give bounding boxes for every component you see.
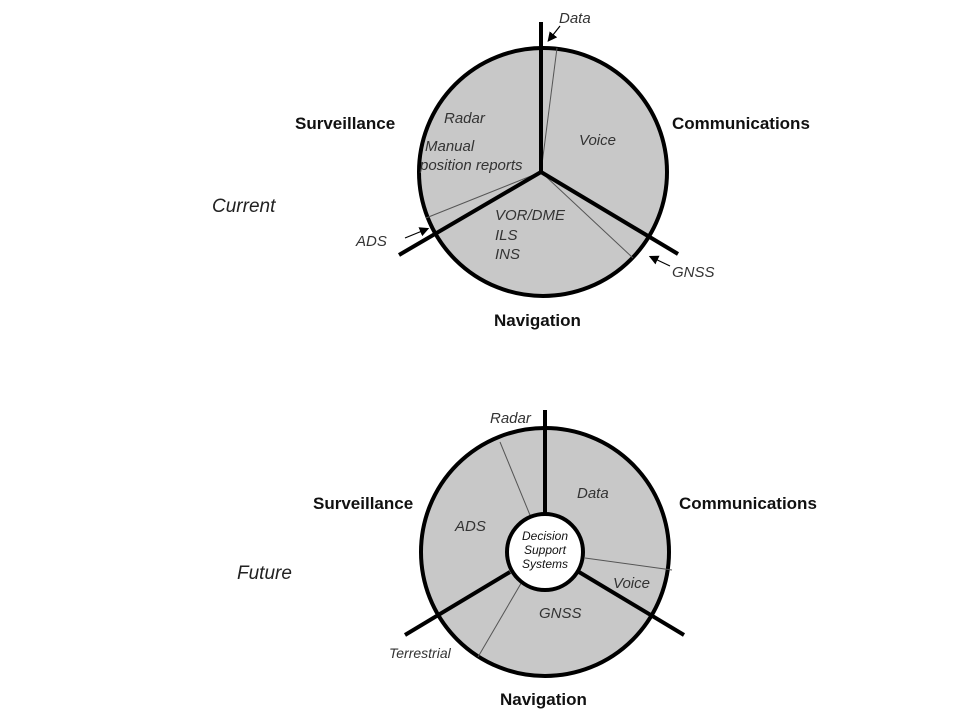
center-line-3: Systems xyxy=(521,557,568,571)
current-vor-dme-label: VOR/DME xyxy=(495,207,566,224)
current-data-pointer-label: Data xyxy=(559,10,591,27)
future-surveillance-label: Surveillance xyxy=(313,494,414,513)
current-data-divider xyxy=(540,47,558,173)
current-communications-label: Communications xyxy=(672,114,810,133)
current-voice-label: Voice xyxy=(579,132,616,149)
current-gnss-arrow xyxy=(648,255,671,267)
current-side-label: Current xyxy=(212,196,276,217)
current-ads-arrow xyxy=(404,227,430,239)
current-ads-pointer-label: ADS xyxy=(356,233,387,250)
current-navigation-label: Navigation xyxy=(494,311,581,330)
current-ads-divider xyxy=(425,171,542,219)
future-axis-left xyxy=(403,570,512,637)
future-axis-right xyxy=(577,570,686,637)
future-communications-label: Communications xyxy=(679,494,817,513)
future-ads-label: ADS xyxy=(455,518,486,535)
future-radar-divider xyxy=(499,441,533,521)
future-terrestrial-divider xyxy=(477,579,524,658)
center-line-2: Support xyxy=(523,543,567,557)
current-ils-label: ILS xyxy=(495,227,518,244)
future-pie xyxy=(403,410,686,678)
future-gnss-label: GNSS xyxy=(539,605,582,622)
current-gnss-pointer-label: GNSS xyxy=(672,264,715,281)
current-radar-label: Radar xyxy=(444,110,485,127)
current-axis-right xyxy=(539,170,680,256)
current-pie xyxy=(397,22,680,298)
current-position-reports-label: position reports xyxy=(420,157,523,174)
future-center-circle xyxy=(505,512,585,592)
future-data-label: Data xyxy=(577,485,609,502)
current-surveillance-label: Surveillance xyxy=(295,114,396,133)
future-terrestrial-pointer-label: Terrestrial xyxy=(389,645,451,661)
current-data-arrow xyxy=(547,25,561,42)
future-navigation-label: Navigation xyxy=(500,690,587,709)
current-manual-label: Manual xyxy=(425,138,475,155)
current-axis-left xyxy=(397,170,543,257)
future-radar-pointer-label: Radar xyxy=(490,410,531,427)
decision-support-systems-label: Decision Support Systems xyxy=(506,529,584,571)
future-voice-label: Voice xyxy=(613,575,650,592)
future-side-label: Future xyxy=(237,563,292,584)
current-gnss-divider xyxy=(540,171,634,259)
future-voice-divider xyxy=(584,557,673,571)
center-line-1: Decision xyxy=(521,529,569,543)
current-ins-label: INS xyxy=(495,246,521,263)
